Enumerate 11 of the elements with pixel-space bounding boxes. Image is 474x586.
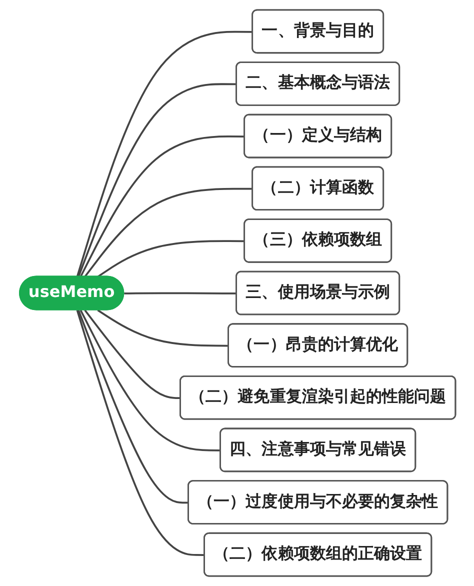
connector xyxy=(76,310,204,556)
connector xyxy=(77,83,236,278)
connector xyxy=(79,310,220,452)
connector xyxy=(77,310,188,504)
connector xyxy=(96,240,244,278)
connector xyxy=(79,136,244,278)
connector xyxy=(76,30,252,278)
connector xyxy=(84,310,180,400)
connector xyxy=(124,292,236,294)
connector xyxy=(84,188,252,278)
connector xyxy=(96,309,228,347)
